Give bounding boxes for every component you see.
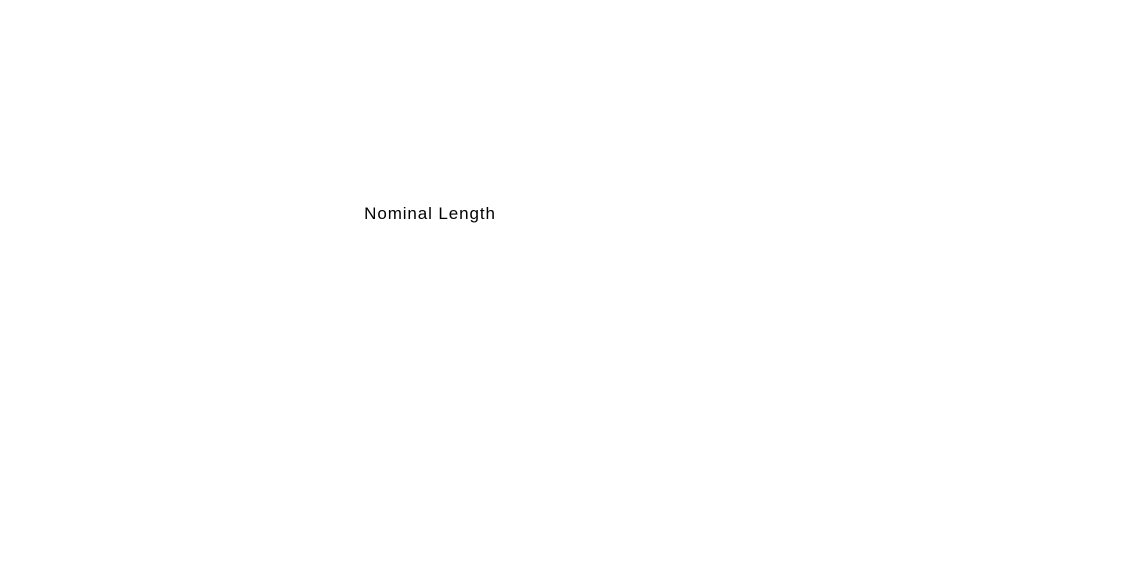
nominal-length-label: Nominal Length <box>364 204 496 223</box>
